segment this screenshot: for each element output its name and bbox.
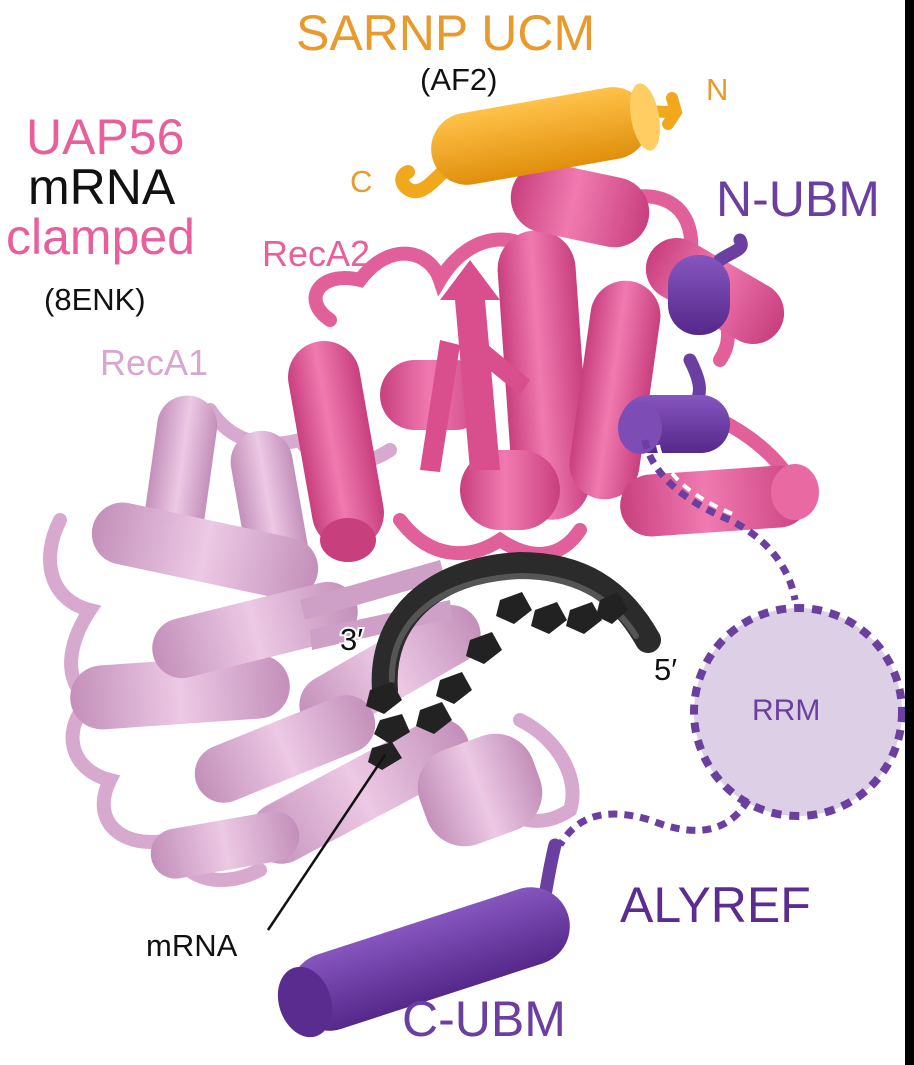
mrna-base: [436, 672, 472, 704]
n-ubm-label: N-UBM: [716, 171, 880, 227]
alyref-label: ALYREF: [620, 877, 811, 933]
uap56-state: clamped: [6, 209, 195, 265]
sarnp-ucm-helix: [395, 83, 683, 199]
mrna-pointer-line: [266, 754, 387, 931]
mrna-pointer-label: mRNA: [146, 928, 238, 963]
right-edge-bar: [905, 0, 914, 1065]
linker-n-ubm-rrm: [641, 439, 799, 601]
reca1-helix: [417, 733, 543, 847]
sarnp-source: (AF2): [420, 62, 498, 97]
mrna-base: [374, 714, 410, 744]
three-prime-label: 3′: [338, 622, 365, 657]
reca2-helix-end: [320, 518, 376, 562]
mrna-base: [531, 602, 567, 634]
reca2-loop: [308, 232, 547, 327]
n-ubm-helix: [618, 233, 748, 454]
n-ubm-cylinder-end: [618, 402, 662, 454]
reca1-helix: [91, 502, 319, 600]
mrna-base: [496, 592, 532, 624]
linker-rrm-c-ubm: [556, 798, 752, 847]
reca1-helix: [70, 654, 290, 730]
c-ubm-cylinder: [290, 887, 570, 1031]
c-ubm-cylinder-end: [277, 966, 333, 1038]
reca2-strand: [465, 330, 530, 395]
c-ubm-label: C-UBM: [402, 991, 566, 1047]
reca2-strand: [420, 340, 460, 472]
sarnp-title: SARNP UCM: [296, 5, 596, 61]
sarnp-c-label: C: [350, 164, 373, 199]
reca1-helix: [194, 695, 376, 803]
mrna-strand: [266, 551, 661, 931]
uap56-pdb: (8ENK): [44, 282, 146, 317]
mrna-base: [566, 602, 602, 634]
reca2-helix-end: [771, 464, 819, 520]
reca2-helix: [497, 230, 591, 520]
sarnp-cylinder: [431, 87, 649, 185]
reca2-helix: [288, 341, 384, 549]
alyref-linkers: [556, 439, 905, 847]
uap56-name: UAP56: [26, 109, 185, 165]
sarnp-c-terminus: [395, 163, 452, 199]
uap56-mrna: mRNA: [28, 159, 176, 215]
sarnp-cylinder-end: [630, 83, 660, 151]
sarnp-n-label: N: [706, 72, 729, 107]
five-prime-label: 5′: [654, 652, 678, 687]
c-ubm-helix: [277, 838, 570, 1038]
mrna-base: [596, 592, 628, 624]
reca2-loop: [393, 513, 587, 561]
reca1-label: RecA1: [100, 342, 209, 383]
mrna-base: [366, 682, 402, 714]
rrm-label: RRM: [752, 694, 821, 727]
n-ubm-cylinder: [668, 255, 730, 335]
mrna-base: [416, 702, 452, 734]
reca2-strand: [440, 260, 500, 470]
c-ubm-loop: [538, 838, 562, 902]
reca1-helix: [150, 811, 300, 879]
reca2-helix: [569, 280, 661, 500]
rrm-domain: [690, 604, 905, 820]
reca2-label: RecA2: [262, 233, 371, 274]
mrna-base: [466, 632, 502, 664]
reca1-strand: [300, 560, 445, 620]
reca2-helix: [510, 162, 650, 248]
linker-n-ubm-rrm-light: [656, 444, 739, 518]
